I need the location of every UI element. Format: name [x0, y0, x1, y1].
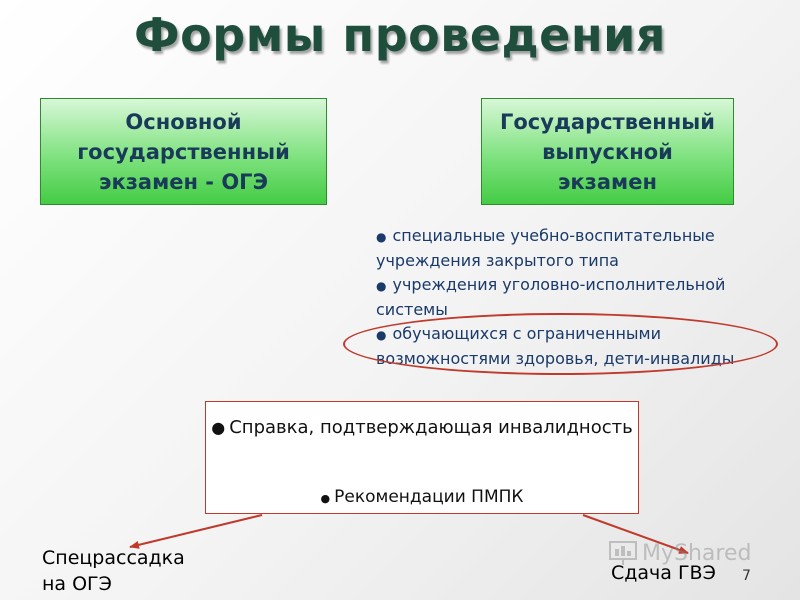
oge-box: Основной государственный экзамен - ОГЭ: [40, 98, 327, 205]
gve-box: Государственный выпускной экзамен: [481, 98, 734, 205]
gve-box-line-1: Государственный: [500, 109, 715, 134]
bullet-icon: ●: [376, 279, 387, 293]
documents-box: ●Справка, подтверждающая инвалидность ●Р…: [205, 401, 639, 514]
bullet-icon: ●: [320, 492, 331, 505]
oge-box-line-1: Основной: [125, 109, 242, 134]
watermark: MyShared: [608, 540, 751, 566]
document-item-text: Справка, подтверждающая инвалидность: [229, 417, 633, 438]
list-item: ●учреждения уголовно-исполнительной сист…: [376, 273, 786, 322]
bullet-icon: ●: [211, 418, 226, 437]
gve-box-line-2: выпускной: [542, 139, 673, 164]
document-item-text: Рекомендации ПМПК: [334, 487, 524, 507]
watermark-text: MyShared: [642, 540, 752, 566]
list-item-text: учреждения уголовно-исполнительной систе…: [376, 275, 726, 319]
slide-title: Формы проведения: [134, 8, 666, 62]
document-item: ●Справка, подтверждающая инвалидность: [206, 414, 638, 442]
bullet-icon: ●: [376, 230, 387, 244]
oge-box-line-2: государственный: [77, 139, 290, 164]
list-item: ●специальные учебно-воспитательные учреж…: [376, 224, 786, 273]
list-item-text: специальные учебно-воспитательные учрежд…: [376, 226, 715, 270]
oge-box-line-3: экзамен - ОГЭ: [99, 169, 268, 194]
page-number: 7: [742, 568, 751, 584]
arrow-left: [129, 514, 263, 549]
outcome-right: Сдача ГВЭ: [611, 562, 716, 584]
highlight-ellipse: [343, 313, 778, 375]
outcome-left: Спецрассадка на ОГЭ: [42, 545, 185, 597]
outcome-left-line-2: на ОГЭ: [42, 573, 112, 595]
outcome-left-line-1: Спецрассадка: [42, 547, 185, 569]
gve-box-line-3: экзамен: [557, 169, 657, 194]
document-item: ●Рекомендации ПМПК: [206, 485, 638, 511]
presentation-icon: [609, 541, 637, 565]
